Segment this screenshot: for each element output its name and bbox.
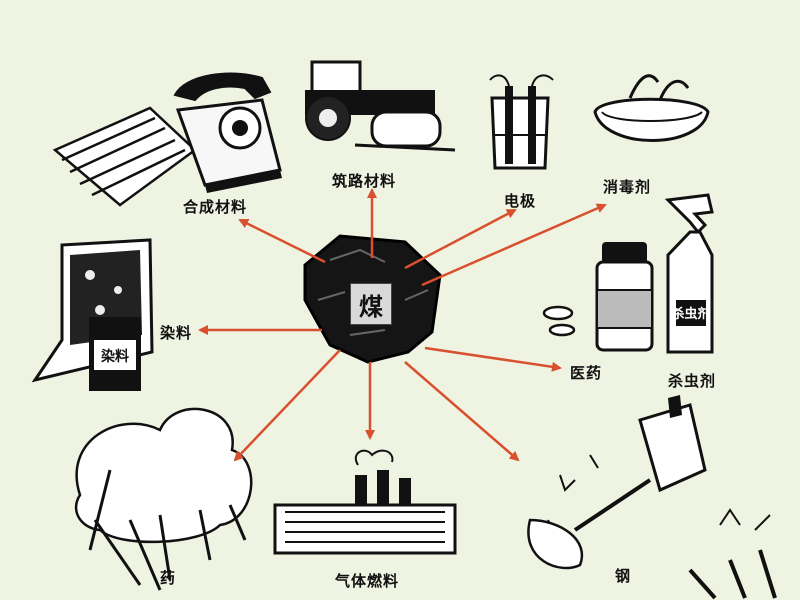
- label-synthetic-materials: 合成材料: [183, 198, 248, 216]
- medicine-bottle-illustration: [542, 242, 654, 352]
- arrow-to-synthetic-materials: [238, 218, 326, 264]
- dye-bag-label: 染料: [101, 348, 129, 365]
- telephone-illustration: [173, 72, 282, 193]
- roofing-sheet-illustration: [52, 106, 197, 207]
- coal-label: 煤: [350, 283, 392, 325]
- arrow-to-disinfectant: [421, 203, 607, 287]
- label-road-materials: 筑路材料: [332, 172, 397, 190]
- arrow-to-medicine: [424, 346, 562, 372]
- arrows: [198, 188, 607, 462]
- label-disinfectant: 消毒剂: [603, 178, 652, 196]
- label-explosive: 药: [160, 569, 177, 587]
- steel-pouring-illustration: [527, 395, 777, 600]
- factory-illustration: [273, 449, 457, 555]
- label-electrode: 电极: [504, 192, 537, 210]
- spray-bottle-illustration: 杀虫剂: [664, 193, 714, 354]
- label-insecticide: 杀虫剂: [668, 372, 717, 390]
- road-roller-illustration: [305, 60, 456, 152]
- arrow-to-steel: [404, 361, 520, 462]
- fabric-dye-illustration: 染料: [31, 238, 154, 391]
- explosion-illustration: [74, 407, 253, 591]
- spray-bottle-label: 杀虫剂: [671, 306, 710, 322]
- arrow-to-explosive: [233, 349, 341, 462]
- label-dye: 染料: [160, 324, 193, 342]
- basin-illustration: [593, 74, 710, 142]
- arrow-to-electrode: [404, 208, 517, 270]
- label-gas-fuel: 气体燃料: [335, 572, 400, 590]
- beaker-electrodes-illustration: [489, 74, 554, 170]
- label-medicine: 医药: [570, 364, 603, 382]
- label-steel: 钢: [615, 567, 632, 585]
